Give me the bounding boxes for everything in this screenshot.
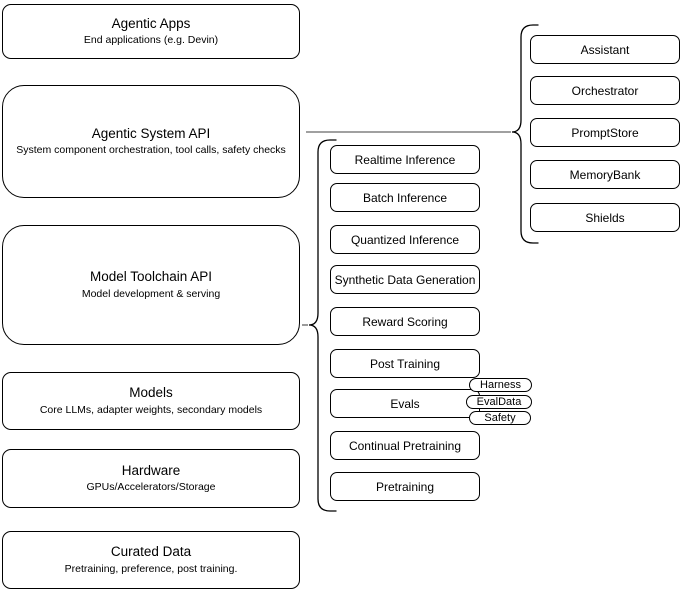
layer-title: Model Toolchain API <box>89 269 213 285</box>
attachment-label: EvalData <box>476 395 522 408</box>
system-components-brace <box>511 24 539 244</box>
attachment-label: Safety <box>484 411 516 424</box>
layer-title: Hardware <box>121 462 181 478</box>
layer-subtitle: End applications (e.g. Devin) <box>83 34 219 47</box>
layer-title: Curated Data <box>110 544 192 560</box>
component-box-memorybank: MemoryBank <box>530 160 680 189</box>
evals-attachment-harness: Harness <box>469 378 532 392</box>
attachment-label: Harness <box>480 378 521 391</box>
component-box-shields: Shields <box>530 203 680 232</box>
layer-box-hardware: Hardware GPUs/Accelerators/Storage <box>2 449 300 508</box>
component-label: PromptStore <box>571 125 639 140</box>
layer-box-agentic-apps: Agentic Apps End applications (e.g. Devi… <box>2 4 300 59</box>
service-box-quantized-inference: Quantized Inference <box>330 225 480 254</box>
component-box-promptstore: PromptStore <box>530 118 680 147</box>
component-label: Shields <box>585 210 625 225</box>
layer-subtitle: System component orchestration, tool cal… <box>16 144 286 157</box>
service-label: Reward Scoring <box>362 314 448 329</box>
layer-box-agentic-system-api: Agentic System API System component orch… <box>2 85 300 198</box>
layer-title: Models <box>129 385 173 401</box>
toolchain-services-brace <box>308 139 337 512</box>
component-box-orchestrator: Orchestrator <box>530 76 680 105</box>
component-label: MemoryBank <box>569 167 641 182</box>
service-label: Pretraining <box>375 479 435 494</box>
service-label: Quantized Inference <box>350 232 460 247</box>
service-label: Evals <box>390 396 420 411</box>
service-box-realtime-inference: Realtime Inference <box>330 145 480 174</box>
service-box-batch-inference: Batch Inference <box>330 183 480 212</box>
service-label: Realtime Inference <box>354 152 456 167</box>
service-label: Continual Pretraining <box>348 438 462 453</box>
layer-title: Agentic System API <box>91 125 211 141</box>
service-box-continual-pretraining: Continual Pretraining <box>330 431 480 460</box>
evals-attachment-evaldata: EvalData <box>466 395 532 409</box>
layer-title: Agentic Apps <box>111 15 191 31</box>
service-box-synthetic-data-generation: Synthetic Data Generation <box>330 265 480 294</box>
component-box-assistant: Assistant <box>530 35 680 64</box>
layer-subtitle: GPUs/Accelerators/Storage <box>86 481 216 494</box>
layer-box-models: Models Core LLMs, adapter weights, secon… <box>2 372 300 430</box>
service-box-pretraining: Pretraining <box>330 472 480 501</box>
service-box-reward-scoring: Reward Scoring <box>330 307 480 336</box>
service-box-evals: Evals <box>330 389 480 418</box>
layer-subtitle: Pretraining, preference, post training. <box>64 562 238 575</box>
service-label: Post Training <box>369 356 441 371</box>
component-label: Orchestrator <box>571 83 639 98</box>
evals-attachment-safety: Safety <box>469 411 531 425</box>
layer-subtitle: Model development & serving <box>81 287 221 300</box>
service-box-post-training: Post Training <box>330 349 480 378</box>
layer-subtitle: Core LLMs, adapter weights, secondary mo… <box>39 403 263 416</box>
component-label: Assistant <box>580 42 630 57</box>
layer-box-curated-data: Curated Data Pretraining, preference, po… <box>2 531 300 589</box>
service-label: Synthetic Data Generation <box>334 272 476 287</box>
layer-box-model-toolchain-api: Model Toolchain API Model development & … <box>2 225 300 345</box>
service-label: Batch Inference <box>362 190 448 205</box>
